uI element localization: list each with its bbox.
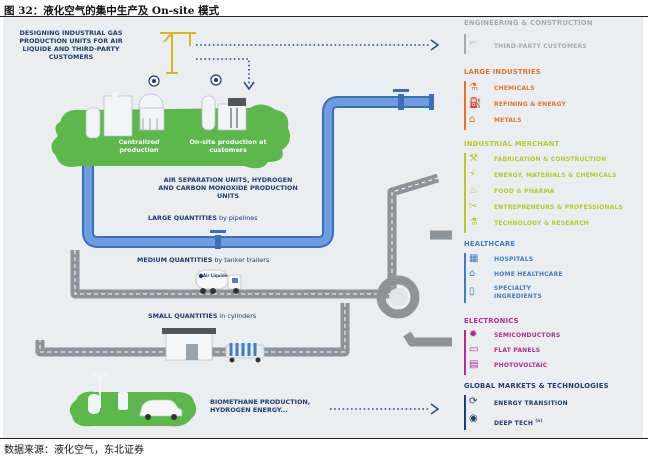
third-party-customers: THIRD-PARTY CUSTOMERS [494, 43, 587, 50]
energy-transition: ENERGY TRANSITION [494, 400, 568, 407]
flask-icon: ⚗ [469, 217, 478, 228]
air-liquide-logo-icon [148, 74, 222, 87]
chemicals-icon: ⚗ [469, 82, 478, 93]
figure-title: 图 32：液化空气的集中生产及 On-site 模式 [4, 5, 220, 17]
wrench-icon: ⚒ [469, 153, 478, 164]
industrial-merchant-title: INDUSTRIAL MERCHANT [464, 140, 560, 148]
top-rule [0, 16, 648, 17]
deep-tech-icon: ◉ [469, 413, 478, 424]
electronics-bar [464, 330, 466, 375]
designing-label: DESIGNING INDUSTRIAL GAS PRODUCTION UNIT… [19, 29, 123, 61]
deep-tech-footnote: (a) [535, 418, 543, 423]
bottom-rule [0, 438, 648, 439]
large-quantities-label: LARGE QUANTITIES by pipelines [148, 214, 258, 222]
source-note: 数据来源：液化空气，东北证券 [4, 445, 144, 456]
screen-icon: ▭ [469, 344, 479, 355]
healthcare-title: HEALTHCARE [464, 240, 516, 248]
bottle-icon: ▯ [469, 286, 475, 297]
energy-materials-chemicals: ENERGY, MATERIALS & CHEMICALS [494, 172, 617, 179]
healthcare-bar [464, 253, 466, 303]
roundabout-center [389, 288, 407, 306]
medium-quantities-suffix: by tanker trailers [212, 256, 270, 264]
road-network [35, 173, 452, 357]
asu-label: AIR SEPARATION UNITS, HYDROGEN AND CARBO… [158, 176, 298, 200]
factory-icon: ⌂ [469, 114, 476, 125]
car-icon [139, 399, 183, 420]
solar-panel-icon: ▤ [469, 359, 479, 370]
pipeline [84, 98, 432, 246]
large-industries-bar [464, 81, 466, 130]
biomethane-tank-icon [88, 394, 100, 414]
large-industries-title: LARGE INDUSTRIES [464, 68, 541, 76]
flat-panels: FLAT PANELS [494, 347, 541, 354]
arrow-head-onsite [243, 81, 255, 91]
small-quantities-text: SMALL QUANTITIES [148, 312, 218, 320]
engineering-bar [464, 34, 466, 54]
pipeline-end-cap [429, 94, 434, 110]
tools-icon: ✂ [469, 201, 478, 212]
small-quantities-label: SMALL QUANTITIES in cylinders [148, 312, 256, 320]
large-quantities-text: LARGE QUANTITIES [148, 214, 217, 222]
onsite-production-label: On-site production at customers [189, 138, 267, 154]
energy-transition-icon: ⟳ [469, 396, 478, 407]
energy-icon: ⚡ [469, 169, 477, 180]
technology-research: TECHNOLOGY & RESEARCH [494, 220, 590, 227]
arrow-head-global [430, 403, 440, 415]
valve-icon-bottom [210, 230, 226, 249]
specialty: SPECIALTY [494, 285, 532, 292]
tanker-truck-icon [195, 269, 242, 294]
home-icon: ⌂ [469, 268, 476, 279]
valve-icon-top [393, 89, 409, 110]
industrial-merchant-bar [464, 153, 466, 233]
construction-crane-icon [160, 32, 196, 74]
metals: METALS [494, 117, 522, 124]
refinery-icon: ⛽ [469, 98, 482, 109]
plant-buildings [85, 92, 247, 139]
home-healthcare: HOME HEALTHCARE [494, 271, 563, 278]
hospital-icon: ▦ [469, 253, 479, 264]
global-markets-bar [464, 395, 466, 430]
food-pharma: FOOD & PHARMA [494, 188, 555, 195]
chip-icon: ✹ [469, 329, 478, 340]
medium-quantities-text: MEDIUM QUANTITIES [137, 256, 213, 264]
entrepreneurs-professionals: ENTREPRENEURS & PROFESSIONALS [494, 204, 624, 211]
medium-quantities-label: MEDIUM QUANTITIES by tanker trailers [137, 256, 269, 264]
small-quantities-suffix: in cylinders [217, 312, 257, 320]
refining-energy: REFINING & ENERGY [494, 101, 567, 108]
road-down-right [403, 331, 452, 347]
hydrogen-station-icon [118, 392, 128, 410]
large-quantities-suffix: by pipelines [216, 214, 258, 222]
fabrication-construction: FABRICATION & CONSTRUCTION [494, 156, 607, 163]
ingredients: INGREDIENTS [494, 293, 542, 300]
deep-tech: DEEP TECH (a) [494, 417, 542, 428]
cylinder-depot-icon [162, 328, 265, 363]
centralized-production-label: Centralized production [118, 138, 160, 154]
market-segments-panel: ENGINEERING & CONSTRUCTION ⌐ THIRD-PARTY… [459, 17, 643, 438]
global-markets-title: GLOBAL MARKETS & TECHNOLOGIES [464, 382, 609, 390]
biomethane-label: BIOMETHANE PRODUCTION, HYDROGEN ENERGY..… [210, 398, 311, 414]
engineering-title: ENGINEERING & CONSTRUCTION [464, 19, 593, 27]
deep-tech-text: DEEP TECH [494, 420, 534, 427]
hospitals: HOSPITALS [494, 256, 534, 263]
photovoltaic: PHOTOVOLTAIC [494, 362, 548, 369]
chemicals: CHEMICALS [494, 85, 535, 92]
food-pharma-icon: ♨ [469, 185, 478, 196]
arrow-head-engineering [430, 39, 440, 51]
truck-brand-label: Air Liquide [203, 273, 228, 278]
roundabout [376, 275, 420, 319]
semiconductors: SEMICONDUCTORS [494, 332, 561, 339]
electronics-title: ELECTRONICS [464, 317, 519, 325]
crane-icon: ⌐ [469, 38, 478, 49]
